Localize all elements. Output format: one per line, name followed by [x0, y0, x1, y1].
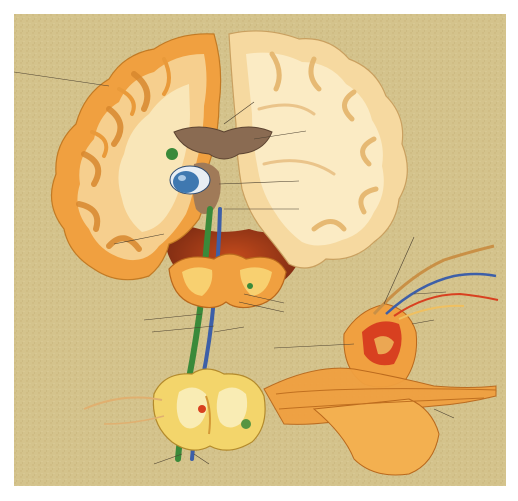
spinal-cord-section [153, 369, 265, 450]
lateral-ventricle [170, 166, 210, 194]
anatomical-plate [14, 14, 506, 486]
green-nucleus [166, 148, 178, 160]
